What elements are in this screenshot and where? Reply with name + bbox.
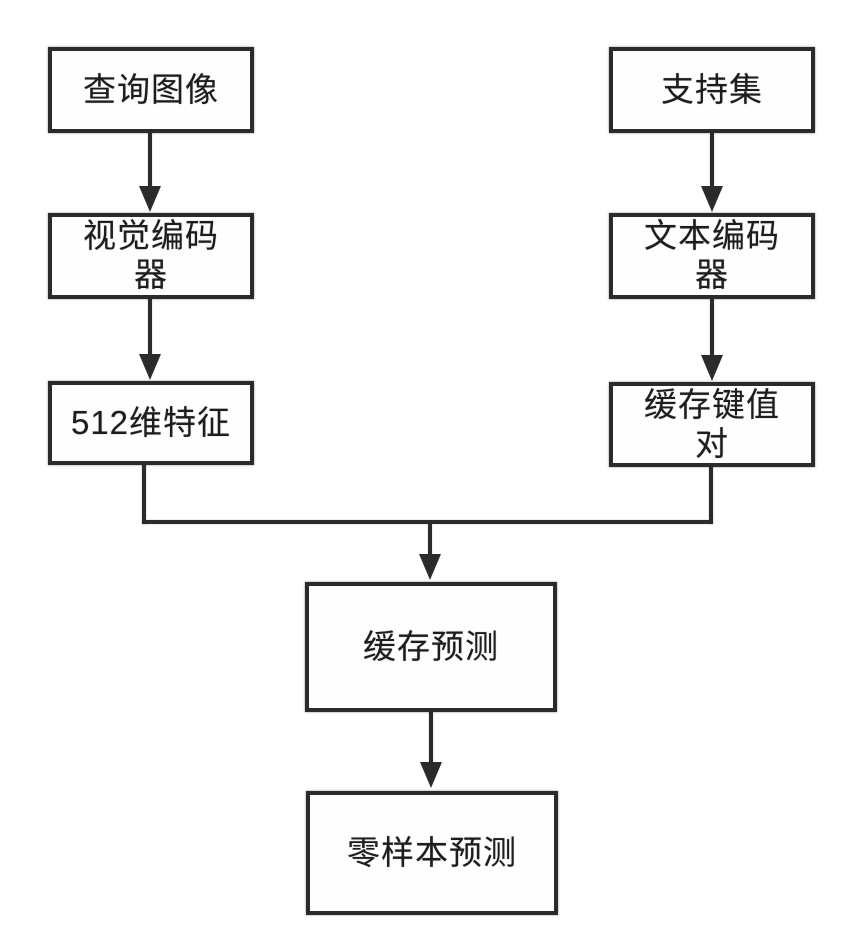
node-query-image: 查询图像 bbox=[48, 47, 254, 133]
edge-merge-to-cacheprediction-line bbox=[428, 524, 432, 556]
node-support-set: 支持集 bbox=[609, 47, 815, 133]
edge-text-to-cachekv-line bbox=[710, 299, 714, 357]
arrow-down-icon bbox=[701, 355, 723, 381]
arrow-down-icon bbox=[701, 186, 723, 212]
node-visual-encoder: 视觉编码 器 bbox=[48, 213, 254, 299]
edge-cacheprediction-to-zeroshot-line bbox=[429, 712, 433, 764]
edge-visual-to-feature-line bbox=[148, 299, 152, 356]
node-512-dim-feature: 512维特征 bbox=[48, 381, 254, 465]
edge-query-to-visual-line bbox=[148, 133, 152, 188]
node-zero-shot-prediction: 零样本预测 bbox=[306, 791, 558, 915]
arrow-down-icon bbox=[420, 762, 442, 788]
edge-support-to-text-line bbox=[710, 133, 714, 188]
edge-cachekv-merge-line bbox=[709, 467, 713, 524]
arrow-down-icon bbox=[419, 554, 441, 580]
edge-merge-horizontal-line bbox=[142, 520, 713, 524]
edge-feature-merge-line bbox=[142, 465, 146, 524]
arrow-down-icon bbox=[139, 354, 161, 380]
node-cache-key-value-pair: 缓存键值 对 bbox=[609, 382, 815, 467]
arrow-down-icon bbox=[139, 186, 161, 212]
node-cache-prediction: 缓存预测 bbox=[305, 582, 557, 712]
node-text-encoder: 文本编码 器 bbox=[609, 213, 815, 299]
